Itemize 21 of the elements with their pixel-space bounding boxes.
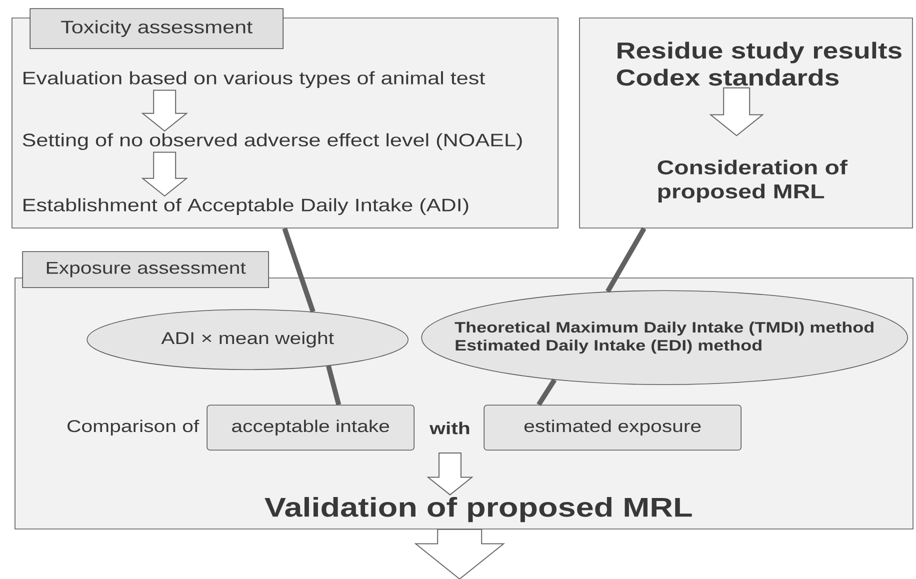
- connector-line: [536, 378, 557, 406]
- step-text: Establishment of Acceptable Daily Intake (ADI): [24, 198, 468, 215]
- step-text: Setting of no observed adverse effect level (NOAEL): [22, 133, 522, 150]
- connector-line: [326, 365, 342, 406]
- node-label: Exposure assessment: [46, 262, 246, 278]
- hollow-arrow: [414, 528, 506, 579]
- result-text: Consideration of proposed MRL: [658, 160, 848, 202]
- connector-line: [282, 228, 316, 313]
- quantity-box: estimated exposure: [484, 404, 742, 450]
- connector-line: [606, 227, 646, 293]
- hollow-arrow: [426, 452, 474, 496]
- hollow-arrow: [709, 87, 764, 136]
- heading-text: Residue study results Codex standards: [616, 42, 902, 86]
- step-text: Evaluation based on various types of animal test: [24, 71, 486, 88]
- comparison-text: Comparison of: [68, 420, 200, 436]
- panel-box: [579, 18, 913, 228]
- connecting-word: with: [430, 422, 470, 434]
- hollow-arrow: [141, 152, 188, 197]
- quantity-box: acceptable intake: [206, 404, 414, 450]
- result-heading: Validation of proposed MRL: [264, 497, 692, 522]
- hollow-arrow: [141, 90, 188, 132]
